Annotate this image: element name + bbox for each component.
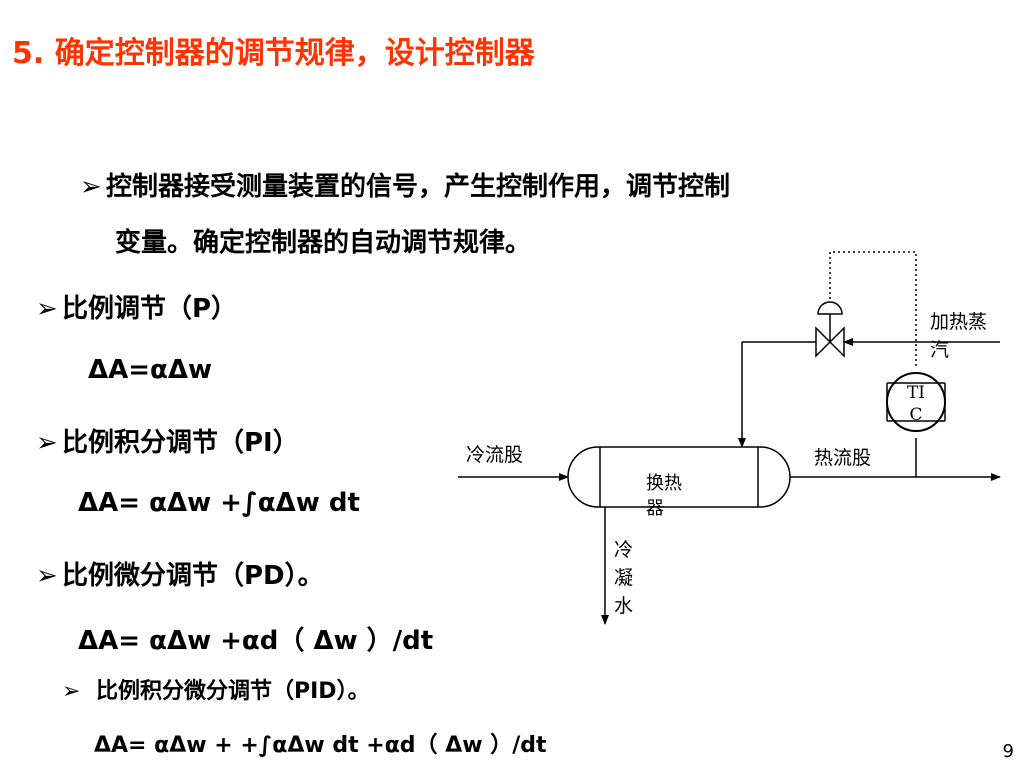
- p-bullet: ➢比例调节（P）: [36, 288, 237, 325]
- pd-label: 比例微分调节（PD）。: [62, 561, 324, 591]
- cold-stream-label: 冷流股: [466, 444, 523, 466]
- steam-label-2: 汽: [930, 339, 949, 361]
- tic-label-2: C: [909, 405, 922, 425]
- pd-bullet: ➢比例微分调节（PD）。: [36, 555, 324, 592]
- condensate-label-3: 水: [614, 595, 633, 617]
- pi-formula: ΔA= αΔw +∫αΔw dt: [78, 488, 360, 518]
- pi-label: 比例积分调节（PI）: [62, 428, 299, 458]
- slide-title: 5. 确定控制器的调节规律，设计控制器: [12, 36, 535, 71]
- intro-line-2: 变量。确定控制器的自动调节规律。: [115, 228, 532, 258]
- bullet-arrow-icon: ➢: [36, 561, 58, 591]
- page-number: 9: [1002, 741, 1014, 762]
- control-valve-icon: [815, 326, 845, 358]
- bullet-arrow-icon: ➢: [36, 294, 58, 324]
- pid-label: 比例积分微分调节（PID）。: [96, 679, 370, 704]
- hot-stream-label: 热流股: [814, 447, 871, 469]
- p-formula: ΔA=αΔw: [88, 355, 213, 385]
- condensate-label-2: 凝: [614, 567, 633, 589]
- pid-bullet: ➢ 比例积分微分调节（PID）。: [62, 673, 370, 705]
- p-label: 比例调节（P）: [62, 294, 238, 324]
- bullet-arrow-icon: ➢: [80, 172, 102, 202]
- signal-line: [829, 251, 917, 366]
- tic-label-1: TI: [907, 383, 925, 403]
- pid-formula: ΔA= αΔw + +∫αΔw dt +αd（ Δw ）/dt: [94, 733, 547, 758]
- exchanger-label-1: 换热: [646, 473, 682, 494]
- intro-line-1: 控制器接受测量装置的信号，产生控制作用，调节控制: [106, 172, 731, 202]
- steam-label-1: 加热蒸: [930, 311, 987, 333]
- pd-formula: ΔA= αΔw +αd（ Δw ）/dt: [78, 626, 434, 656]
- intro-bullet: ➢控制器接受测量装置的信号，产生控制作用，调节控制: [80, 166, 730, 203]
- valve-actuator-icon: [817, 301, 843, 315]
- condensate-label-1: 冷: [614, 539, 633, 561]
- pi-bullet: ➢比例积分调节（PI）: [36, 422, 299, 459]
- bullet-arrow-icon: ➢: [62, 679, 81, 704]
- bullet-arrow-icon: ➢: [36, 428, 58, 458]
- exchanger-label-2: 器: [646, 498, 664, 519]
